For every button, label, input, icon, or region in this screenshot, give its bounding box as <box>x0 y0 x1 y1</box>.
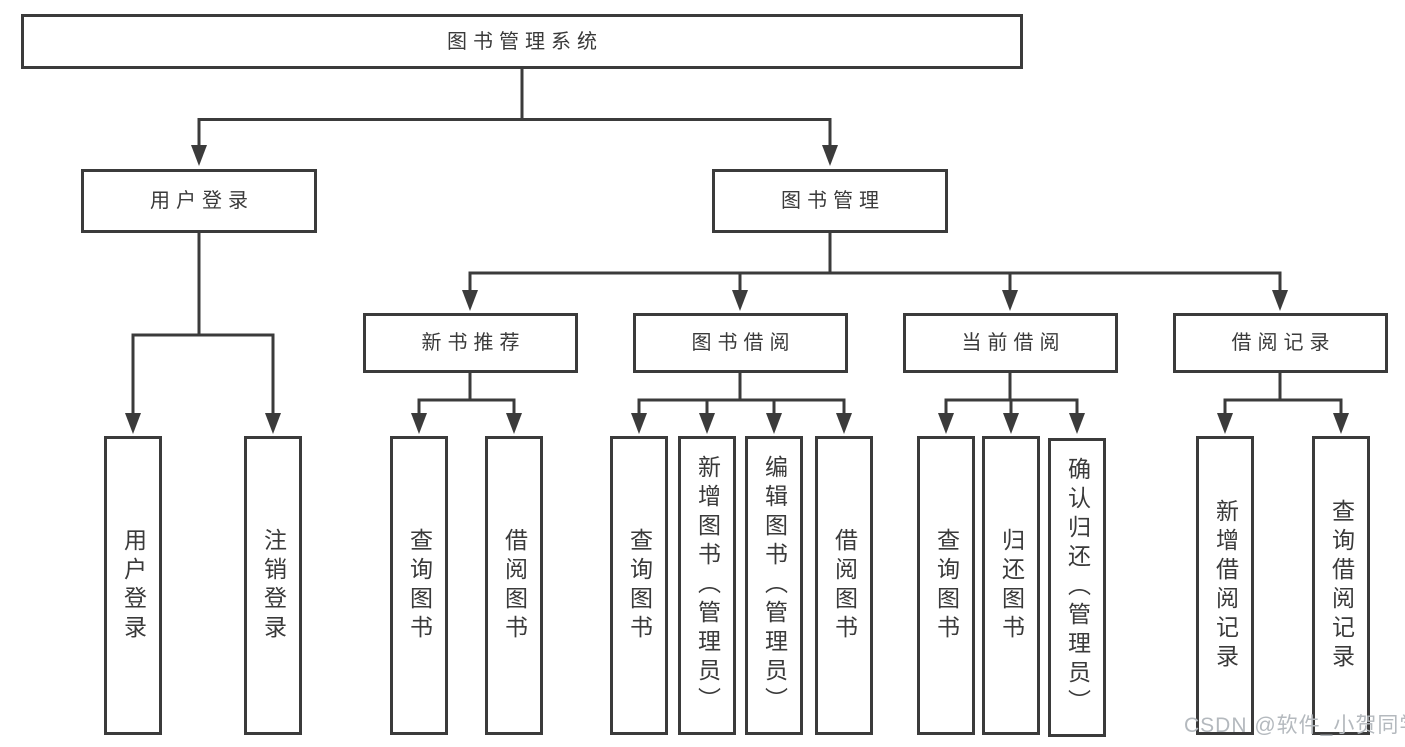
node-root-label: 图书管理系统 <box>447 30 603 53</box>
node-book-borrow-label: 图书借阅 <box>691 332 796 354</box>
leaf-bb-borrow-book: 借阅图书 <box>815 436 873 735</box>
leaf-rec-borrow-book: 借阅图书 <box>485 436 543 735</box>
node-borrow-records: 借阅记录 <box>1173 313 1388 373</box>
node-current-borrow-label: 当前借阅 <box>961 332 1066 354</box>
leaf-cb-confirm-return-admin: 确认归还（管理员） <box>1048 438 1106 737</box>
connector-root-to-level2 <box>191 68 838 166</box>
connector-records-to-leaves <box>1217 373 1349 434</box>
node-new-book-recommend-label: 新书推荐 <box>421 332 526 354</box>
leaf-rec-query-book: 查询图书 <box>390 436 448 735</box>
leaf-br-add-record: 新增借阅记录 <box>1196 436 1254 735</box>
leaf-bb-borrow-book-label: 借阅图书 <box>831 527 858 644</box>
leaf-cb-return-book: 归还图书 <box>982 436 1040 735</box>
node-user-login: 用户登录 <box>81 169 317 233</box>
leaf-bb-query-book: 查询图书 <box>610 436 668 735</box>
node-book-management: 图书管理 <box>712 169 948 233</box>
connector-userlogin-to-leaves <box>125 233 281 434</box>
node-new-book-recommend: 新书推荐 <box>363 313 578 373</box>
leaf-logout-label: 注销登录 <box>260 527 287 644</box>
leaf-bb-edit-book-admin-label: 编辑图书（管理员） <box>761 455 788 716</box>
leaf-user-login: 用户登录 <box>104 436 162 735</box>
node-book-borrow: 图书借阅 <box>633 313 848 373</box>
watermark-text: CSDN @软件_小贺同学 <box>1184 714 1405 737</box>
node-root: 图书管理系统 <box>21 14 1023 69</box>
leaf-br-query-record-label: 查询借阅记录 <box>1328 498 1355 673</box>
leaf-br-add-record-label: 新增借阅记录 <box>1212 498 1239 673</box>
leaf-bb-add-book-admin: 新增图书（管理员） <box>678 436 736 735</box>
leaf-cb-confirm-return-admin-label: 确认归还（管理员） <box>1064 457 1091 718</box>
leaf-logout: 注销登录 <box>244 436 302 735</box>
leaf-cb-query-book: 查询图书 <box>917 436 975 735</box>
leaf-rec-borrow-book-label: 借阅图书 <box>501 527 528 644</box>
leaf-bb-add-book-admin-label: 新增图书（管理员） <box>694 455 721 716</box>
leaf-rec-query-book-label: 查询图书 <box>406 527 433 644</box>
leaf-bb-edit-book-admin: 编辑图书（管理员） <box>745 436 803 735</box>
node-current-borrow: 当前借阅 <box>903 313 1118 373</box>
node-borrow-records-label: 借阅记录 <box>1231 332 1336 354</box>
leaf-bb-query-book-label: 查询图书 <box>626 527 653 644</box>
leaf-cb-return-book-label: 归还图书 <box>998 527 1025 644</box>
leaf-cb-query-book-label: 查询图书 <box>933 527 960 644</box>
connector-bookmgmt-to-level3 <box>462 232 1288 311</box>
connector-bookborrow-to-leaves <box>631 373 852 434</box>
connector-currentborrow-to-leaves <box>938 373 1085 434</box>
connector-recommend-to-leaves <box>411 373 522 434</box>
node-book-management-label: 图书管理 <box>781 190 885 212</box>
leaf-user-login-label: 用户登录 <box>120 527 147 644</box>
leaf-br-query-record: 查询借阅记录 <box>1312 436 1370 735</box>
node-user-login-label: 用户登录 <box>150 190 254 212</box>
